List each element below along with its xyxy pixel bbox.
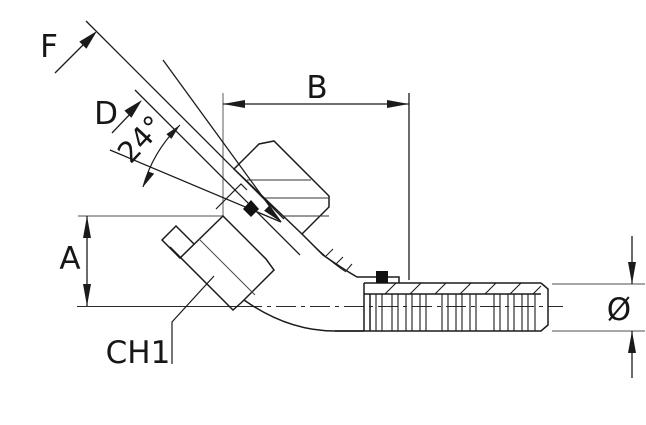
- arrow-A-bottom: [83, 284, 91, 306]
- label-B: B: [306, 70, 327, 106]
- cone-stub: [160, 224, 195, 259]
- arrow-dia-bottom: [628, 331, 636, 353]
- cone-vertex-arrow: [264, 205, 281, 222]
- stem-ribs: [375, 294, 536, 331]
- dimension-F: F: [40, 29, 97, 74]
- thread-body-outline: [232, 140, 330, 236]
- dimension-diameter: Ø: [607, 236, 636, 378]
- nut-flat-edge: [198, 238, 256, 296]
- label-D: D: [94, 96, 118, 132]
- dimension-CH1: CH1: [106, 275, 215, 371]
- angle-label: 24°: [111, 109, 171, 170]
- elbow-outer-wall: [243, 299, 364, 332]
- stem-serrations: [384, 282, 542, 295]
- dimension-A: A: [59, 216, 91, 306]
- elbow-ticks: [325, 248, 353, 272]
- arrow-A-top: [83, 216, 91, 238]
- leader-F: [54, 39, 89, 74]
- angle-arc-arrow-upper: [166, 125, 180, 139]
- label-CH1: CH1: [106, 335, 171, 371]
- arrow-F: [79, 31, 97, 49]
- stem-detail-square: [376, 271, 388, 283]
- collar-step: [215, 183, 248, 210]
- label-diameter: Ø: [607, 292, 631, 328]
- stem-band: [363, 282, 541, 331]
- cone-line-D: [134, 89, 301, 256]
- fitting-body: [160, 140, 549, 332]
- label-A: A: [59, 241, 80, 277]
- dimension-B: B: [223, 70, 410, 280]
- elbow-inner-curve: [313, 245, 347, 273]
- swivel-nut-outline: [169, 214, 275, 312]
- arrow-D: [124, 100, 142, 118]
- arrow-B-left: [223, 100, 245, 108]
- o-ring: [243, 200, 259, 217]
- arrow-dia-top: [628, 262, 636, 284]
- extension-lines: [78, 93, 645, 332]
- dimension-D: D: [94, 96, 142, 134]
- thread-lines: [247, 179, 329, 217]
- label-F: F: [40, 29, 58, 65]
- elbow-upper-wall: [301, 233, 400, 283]
- angle-arc-arrow-lower: [143, 171, 155, 187]
- arrow-B-right: [387, 100, 409, 108]
- stem-end: [335, 282, 549, 332]
- leader-CH1: [171, 275, 215, 364]
